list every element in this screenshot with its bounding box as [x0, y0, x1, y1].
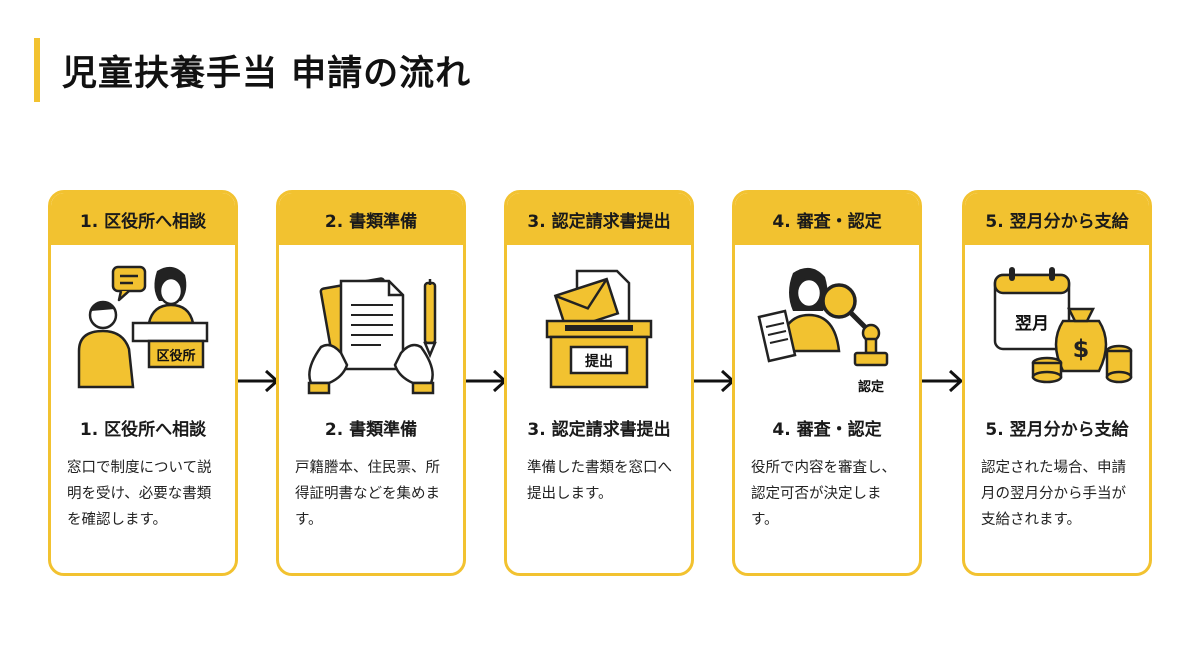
submission-box-icon: 提出: [545, 269, 653, 389]
step-card-2: 2. 書類準備 2. 書類準備 戸籍謄本、住民票、所得証明書などを集めます。: [276, 190, 466, 576]
step-card-1: 1. 区役所へ相談 区役所 1. 区役所へ相談 窓口で制度について説明を受け、必…: [48, 190, 238, 576]
calendar-label: 翌月: [1015, 314, 1049, 334]
arrow-right-icon: [466, 369, 508, 393]
office-consultation-icon: 区役所: [77, 265, 209, 389]
step-title: 5. 翌月分から支給: [985, 420, 1129, 440]
page-title-area: 児童扶養手当 申請の流れ: [34, 38, 471, 102]
svg-text:$: $: [1073, 335, 1090, 363]
review-stamp-icon: 認定: [757, 267, 889, 395]
title-accent-bar: [34, 38, 40, 102]
step-header: 5. 翌月分から支給: [965, 193, 1149, 245]
arrow-right-icon: [694, 369, 736, 393]
arrow-right-icon: [922, 369, 964, 393]
step-header: 2. 書類準備: [279, 193, 463, 245]
step-card-3: 3. 認定請求書提出 提出 3. 認定請求書提出 準備した書類を窓口へ提出します…: [504, 190, 694, 576]
step-description: 役所で内容を審査し、認定可否が決定します。: [751, 460, 896, 528]
step-description: 戸籍謄本、住民票、所得証明書などを集めます。: [295, 460, 440, 528]
step-description: 窓口で制度について説明を受け、必要な書類を確認します。: [67, 460, 212, 528]
step-header: 3. 認定請求書提出: [507, 193, 691, 245]
submission-box-label: 提出: [585, 353, 613, 370]
stamp-label: 認定: [858, 379, 884, 395]
step-title: 1. 区役所へ相談: [79, 420, 207, 440]
step-card-4: 4. 審査・認定 認定 4. 審査・認定 役所で内容を審査し、認定可否が決定しま…: [732, 190, 922, 576]
office-sign-text: 区役所: [156, 348, 195, 364]
step-description: 認定された場合、申請月の翌月分から手当が支給されます。: [981, 460, 1126, 528]
calendar-money-icon: 翌月 $: [993, 267, 1133, 384]
step-header: 4. 審査・認定: [735, 193, 919, 245]
step-title: 3. 認定請求書提出: [527, 420, 671, 440]
step-title: 4. 審査・認定: [772, 420, 882, 440]
step-title: 2. 書類準備: [324, 420, 418, 440]
page-title: 児童扶養手当 申請の流れ: [62, 53, 472, 94]
documents-pen-icon: [307, 277, 437, 395]
step-description: 準備した書類を窓口へ提出します。: [527, 460, 672, 502]
step-header: 1. 区役所へ相談: [51, 193, 235, 245]
step-card-5: 5. 翌月分から支給 翌月 $ 5. 翌月分から支給 認定された場合、申請月の翌…: [962, 190, 1152, 576]
arrow-right-icon: [238, 369, 280, 393]
flow-steps: 1. 区役所へ相談 区役所 1. 区役所へ相談 窓口で制度について説明を受け、必…: [48, 190, 1152, 578]
